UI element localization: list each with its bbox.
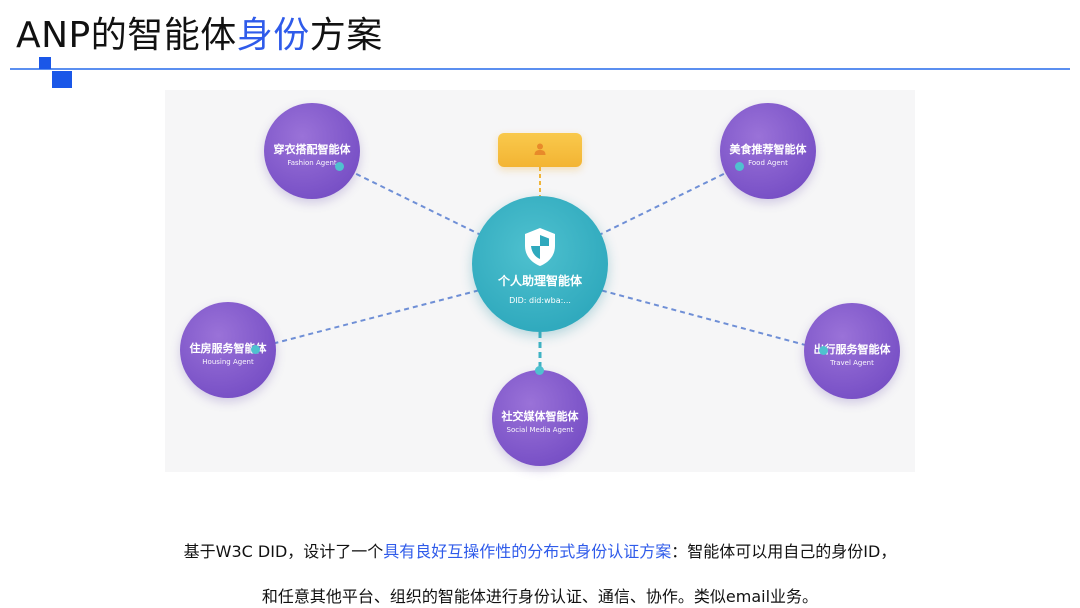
- agent-name: 出行服务智能体: [813, 343, 891, 356]
- agent-name: 社交媒体智能体: [501, 410, 579, 423]
- user-icon: [534, 143, 546, 155]
- center-did: DID: did:wba:...: [509, 296, 571, 305]
- caption-line-2: 和任意其他平台、组织的智能体进行身份认证、通信、协作。类似email业务。: [261, 587, 819, 606]
- agent-node-food: 美食推荐智能体 Food Agent: [720, 103, 816, 199]
- line-food: [596, 165, 741, 237]
- decor-square-small: [39, 57, 51, 69]
- agent-english-name: Fashion Agent: [287, 159, 337, 167]
- title-divider: [10, 68, 1070, 70]
- agent-english-name: Travel Agent: [830, 359, 874, 367]
- caption-suffix: ：智能体可以用自己的身份ID，: [671, 542, 897, 561]
- agent-name: 穿衣搭配智能体: [273, 143, 351, 156]
- agent-node-social: 社交媒体智能体 Social Media Agent: [492, 370, 588, 466]
- center-name: 个人助理智能体: [497, 274, 582, 288]
- agent-node-fashion: 穿衣搭配智能体 Fashion Agent: [264, 103, 360, 199]
- agent-name: 美食推荐智能体: [729, 143, 807, 156]
- title-suffix: 方案: [309, 15, 383, 56]
- shield-icon: [525, 228, 555, 266]
- agent-name: 住房服务智能体: [189, 342, 267, 355]
- line-travel: [599, 289, 825, 351]
- connector-dot: [535, 366, 544, 375]
- agent-english-name: Food Agent: [748, 159, 788, 167]
- title-prefix: ANP的智能体: [16, 15, 237, 56]
- caption-prefix: 基于W3C DID，设计了一个: [183, 542, 384, 561]
- connector-dot: [819, 346, 828, 355]
- slide-title: ANP的智能体身份方案: [16, 12, 383, 60]
- line-housing: [255, 289, 481, 349]
- agent-node-housing: 住房服务智能体 Housing Agent: [180, 302, 276, 398]
- connection-lines: [255, 165, 825, 370]
- center-node-personal-assistant: 个人助理智能体 DID: did:wba:...: [472, 196, 608, 332]
- user-card: [498, 133, 582, 167]
- title-highlight: 身份: [236, 15, 310, 56]
- agent-identity-diagram: 穿衣搭配智能体 Fashion Agent 美食推荐智能体 Food Agent…: [165, 90, 915, 472]
- agent-english-name: Housing Agent: [202, 358, 254, 366]
- agent-english-name: Social Media Agent: [506, 426, 574, 434]
- connector-dot: [251, 345, 260, 354]
- line-fashion: [339, 165, 484, 237]
- connector-dot: [335, 162, 344, 171]
- decor-square-large: [52, 71, 72, 88]
- caption-line-1: 基于W3C DID，设计了一个具有良好互操作性的分布式身份认证方案：智能体可以用…: [0, 538, 1080, 562]
- caption-highlight: 具有良好互操作性的分布式身份认证方案: [383, 542, 672, 561]
- connector-dot: [735, 162, 744, 171]
